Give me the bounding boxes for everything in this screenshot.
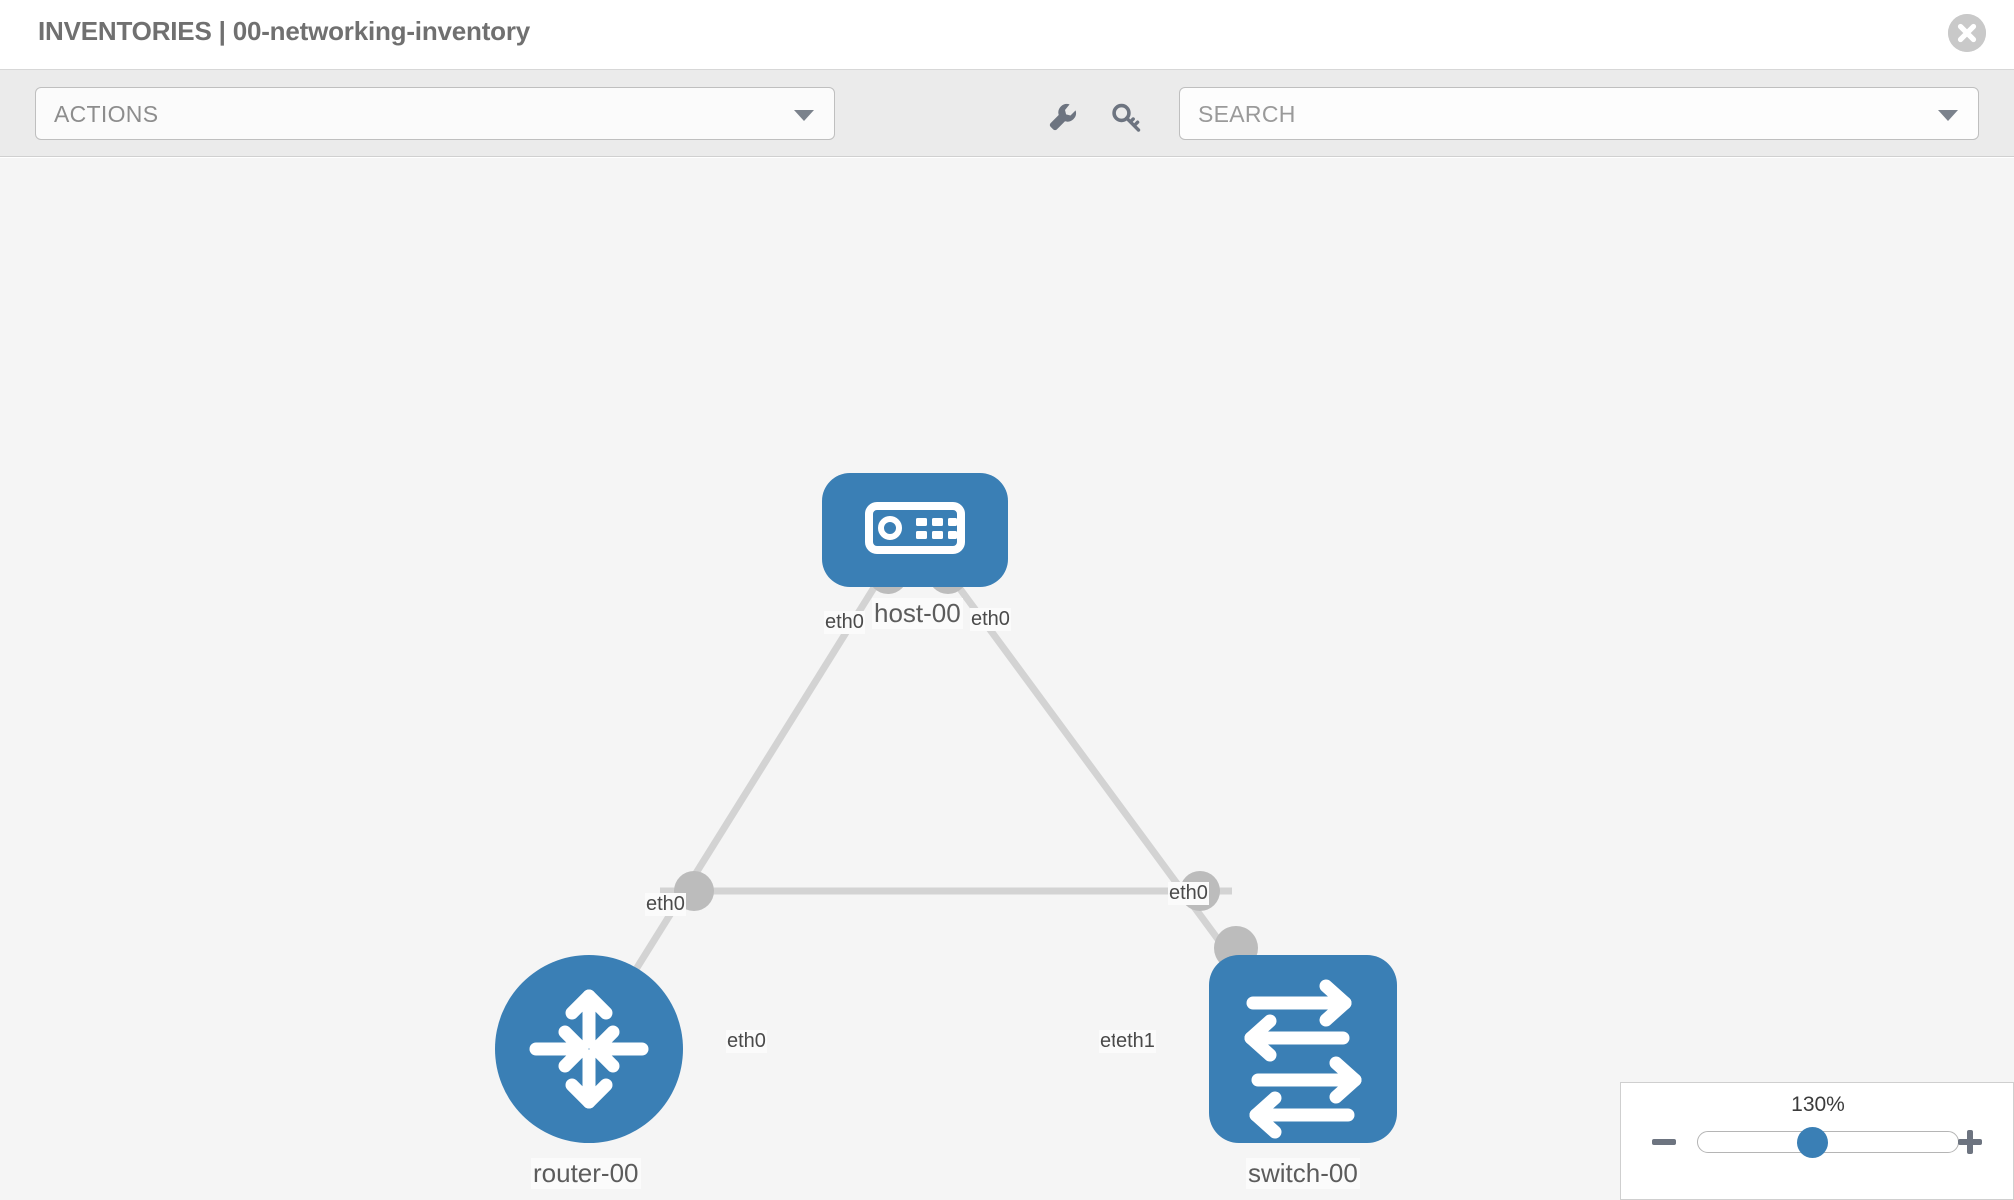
switch-icon [1244, 979, 1362, 1139]
edge-group [612, 575, 1248, 1005]
edge-host-router [612, 576, 883, 1005]
node-label-host: host-00 [872, 598, 963, 629]
chevron-down-icon[interactable] [1938, 110, 1958, 121]
search-placeholder: SEARCH [1198, 101, 1296, 127]
zoom-level-label: 130% [1791, 1093, 1845, 1116]
edge-label-switch-uplink: eth0 [1168, 882, 1209, 905]
chevron-down-icon [794, 110, 814, 121]
zoom-control: 130% [1620, 1082, 2014, 1200]
wrench-icon[interactable] [1046, 100, 1080, 134]
close-icon[interactable] [1948, 14, 1986, 52]
plus-icon[interactable] [1955, 1127, 1985, 1157]
router-icon [529, 989, 649, 1109]
node-label-router: router-00 [531, 1158, 641, 1189]
zoom-slider-track[interactable] [1697, 1131, 1959, 1153]
actions-dropdown[interactable]: ACTIONS [35, 87, 835, 140]
node-host-00 [822, 473, 1008, 587]
edge-host-switch [949, 575, 1248, 979]
node-label-switch: switch-00 [1246, 1158, 1360, 1189]
edge-label-host-left: eth0 [824, 611, 865, 634]
zoom-slider-handle[interactable] [1797, 1127, 1828, 1158]
edge-label-router-right: eth0 [726, 1030, 767, 1053]
actions-dropdown-label: ACTIONS [54, 101, 159, 127]
server-icon [865, 502, 965, 554]
edge-label-switch-left-eth1: eth1 [1115, 1030, 1156, 1053]
page-header: INVENTORIES | 00-networking-inventory [0, 0, 2014, 70]
topology-canvas[interactable]: host-00 router-00 switch-00 eth0 eth0 et… [0, 158, 2014, 1200]
page-title: INVENTORIES | 00-networking-inventory [38, 16, 531, 46]
node-router-00 [495, 955, 683, 1143]
key-icon[interactable] [1110, 100, 1144, 134]
node-switch-00 [1209, 955, 1397, 1143]
search-input[interactable]: SEARCH [1179, 87, 1979, 140]
edge-label-host-right: eth0 [970, 608, 1011, 631]
edge-label-router-uplink: eth0 [645, 893, 686, 916]
topology-graph [495, 473, 1397, 1143]
toolbar: ACTIONS SEARCH [0, 70, 2014, 157]
minus-icon[interactable] [1649, 1127, 1679, 1157]
